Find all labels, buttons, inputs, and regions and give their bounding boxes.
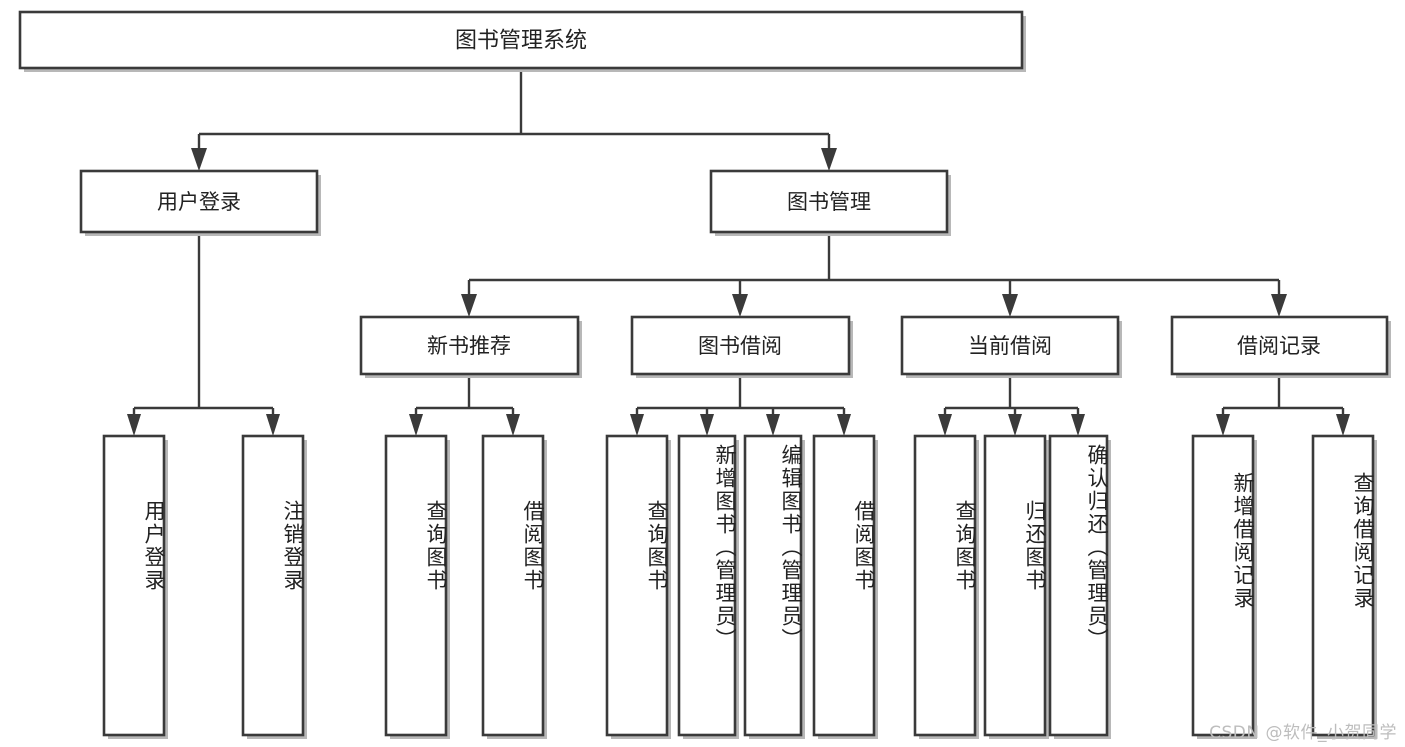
leaf-borrow-book-1-box[interactable] (481, 434, 545, 737)
csdn-watermark: CSDN @软件_小贺同学 (1209, 723, 1397, 743)
leaf-confirm-return-box[interactable] (1048, 434, 1109, 737)
user-login-box[interactable] (79, 169, 319, 234)
arrowhead-leaf-query-book-3 (938, 414, 952, 436)
leaf-borrow-book-2-box[interactable] (812, 434, 876, 737)
connector-layer (127, 68, 1350, 436)
node-current-borrow[interactable]: 当前借阅 (900, 315, 1122, 378)
leaf-query-book-3-box[interactable] (913, 434, 977, 737)
user-login-label: 用户登录 (157, 190, 241, 214)
arrowhead-leaf-logout (266, 414, 280, 436)
node-new-book-recommend[interactable]: 新书推荐 (359, 315, 582, 378)
arrowhead-book-manage (821, 148, 837, 171)
arrowhead-current-borrow (1002, 294, 1018, 317)
node-borrow-record[interactable]: 借阅记录 (1170, 315, 1391, 378)
borrow-record-box[interactable] (1170, 315, 1389, 376)
arrowhead-leaf-borrow-book-2 (837, 414, 851, 436)
node-book-borrow[interactable]: 图书借阅 (630, 315, 853, 378)
book-borrow-box[interactable] (630, 315, 851, 376)
leaf-add-book-admin-box[interactable] (677, 434, 737, 737)
arrowhead-leaf-user-login (127, 414, 141, 436)
arrowhead-book-borrow (732, 294, 748, 317)
leaf-logout-box[interactable] (241, 434, 305, 737)
arrowhead-leaf-add-borrow-record (1216, 414, 1230, 436)
book-manage-label: 图书管理 (787, 190, 871, 214)
leaf-return-book-box[interactable] (983, 434, 1047, 737)
current-borrow-box[interactable] (900, 315, 1120, 376)
leaf-query-book-1-box[interactable] (384, 434, 448, 737)
leaf-edit-book-admin-box[interactable] (743, 434, 803, 737)
arrowhead-leaf-query-book-2 (630, 414, 644, 436)
arrowhead-leaf-query-book-1 (409, 414, 423, 436)
node-user-login[interactable]: 用户登录 (79, 169, 321, 236)
arrowhead-leaf-borrow-book-1 (506, 414, 520, 436)
root-label: 图书管理系统 (455, 29, 587, 54)
leaf-query-borrow-record-box[interactable] (1311, 434, 1375, 737)
arrowhead-borrow-record (1271, 294, 1287, 317)
new-book-recommend-label: 新书推荐 (427, 334, 511, 358)
arrowhead-user-login (191, 148, 207, 171)
new-book-recommend-box[interactable] (359, 315, 580, 376)
book-manage-box[interactable] (709, 169, 949, 234)
leaf-add-borrow-record-box[interactable] (1191, 434, 1255, 737)
arrowhead-leaf-query-borrow-record (1336, 414, 1350, 436)
borrow-record-label: 借阅记录 (1237, 334, 1321, 358)
arrowhead-leaf-add-book-admin (700, 414, 714, 436)
arrowhead-leaf-confirm-return (1071, 414, 1085, 436)
leaf-query-book-2-box[interactable] (605, 434, 669, 737)
current-borrow-label: 当前借阅 (968, 334, 1052, 358)
leaf-user-login-box[interactable] (102, 434, 166, 737)
arrowhead-leaf-return-book (1008, 414, 1022, 436)
root-box[interactable] (18, 10, 1024, 70)
book-borrow-label: 图书借阅 (698, 334, 782, 358)
node-root[interactable]: 图书管理系统 (18, 10, 1026, 72)
node-book-manage[interactable]: 图书管理 (709, 169, 951, 236)
arrowhead-leaf-edit-book-admin (766, 414, 780, 436)
leaf-boxes-layer (102, 434, 1377, 739)
arrowhead-new-book-recommend (461, 294, 477, 317)
